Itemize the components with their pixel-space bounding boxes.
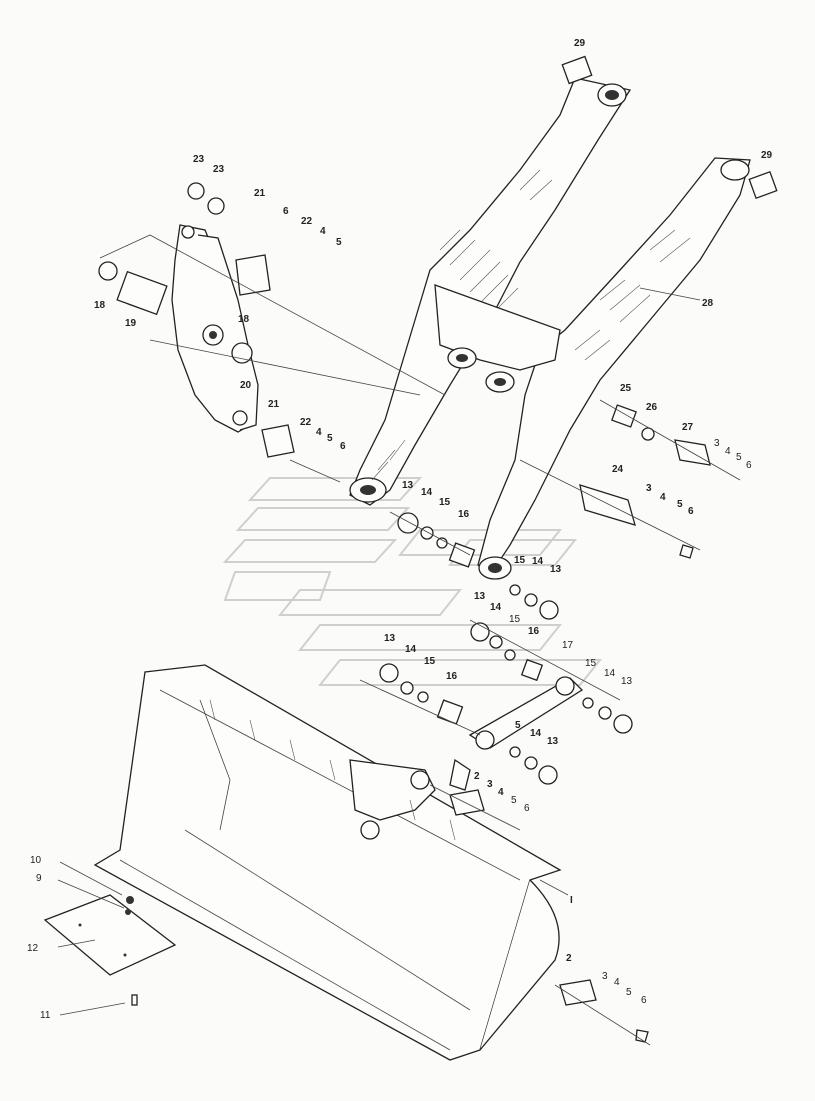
label-4c: 4 [725,446,731,457]
label-22a: 22 [301,216,313,227]
label-18b: 18 [238,314,250,325]
label-5c: 5 [736,452,742,463]
label-13a: 13 [402,480,414,491]
label-15b: 15 [514,555,526,566]
label-9: 9 [36,873,42,884]
label-15c: 15 [509,614,521,625]
label-18a: 18 [94,300,106,311]
label-27: 27 [682,422,694,433]
label-16b: 16 [528,626,540,637]
label-12: 12 [27,943,39,954]
label-I: I [570,895,573,906]
label-5f: 5 [511,795,517,806]
cutting-edge-plate [43,894,177,1006]
label-11: 11 [40,1010,51,1021]
label-4f: 4 [614,977,620,988]
label-29a: 29 [574,38,586,49]
label-21b: 21 [268,399,280,410]
boom-arm-right [477,157,751,580]
label-14f: 14 [530,728,542,739]
hardware-parts [98,55,778,1043]
bucket [93,664,562,1061]
label-2a: 2 [474,771,480,782]
label-10: 10 [30,855,42,866]
label-6f: 6 [641,995,647,1006]
label-3a: 3 [714,438,720,449]
label-6d: 6 [688,506,694,517]
label-14e: 14 [604,668,616,679]
label-5g: 5 [626,987,632,998]
label-6c: 6 [746,460,752,471]
label-19: 19 [125,318,137,329]
label-20: 20 [240,380,252,391]
label-24: 24 [612,464,624,475]
label-6b: 6 [340,441,346,452]
label-13c: 13 [474,591,486,602]
label-29b: 29 [761,150,773,161]
label-3b: 3 [646,483,652,494]
label-3d: 3 [602,971,608,982]
label-16c: 16 [446,671,458,682]
label-5e: 5 [515,720,521,731]
leader-lines [57,234,741,1046]
label-5a: 5 [336,237,342,248]
label-26: 26 [646,402,658,413]
part-labels: 29 29 23 23 21 6 22 4 5 18 19 18 20 28 2… [27,38,773,1021]
label-4d: 4 [660,492,666,503]
label-14c: 14 [490,602,502,613]
cross-tube [434,284,561,393]
label-13f: 13 [547,736,559,747]
label-15d: 15 [424,656,436,667]
label-14a: 14 [421,487,433,498]
label-22b: 22 [300,417,312,428]
label-3c: 3 [487,779,493,790]
label-14d: 14 [405,644,417,655]
label-4e: 4 [498,787,504,798]
label-23a: 23 [193,154,205,165]
label-16a: 16 [458,509,470,520]
label-15e: 15 [585,658,597,669]
label-13b: 13 [550,564,562,575]
label-4a: 4 [320,226,326,237]
label-14b: 14 [532,556,544,567]
label-13d: 13 [384,633,396,644]
label-2b: 2 [566,953,572,964]
label-5b: 5 [327,433,333,444]
label-6a: 6 [283,206,289,217]
label-21a: 21 [254,188,266,199]
label-13e: 13 [621,676,633,687]
label-15a: 15 [439,497,451,508]
boom-arm-left [349,77,632,506]
bell-crank [171,224,259,433]
label-25: 25 [620,383,632,394]
label-17: 17 [562,640,574,651]
label-5d: 5 [677,499,683,510]
label-23b: 23 [213,164,225,175]
label-28: 28 [702,298,714,309]
label-4b: 4 [316,427,322,438]
label-6e: 6 [524,803,530,814]
